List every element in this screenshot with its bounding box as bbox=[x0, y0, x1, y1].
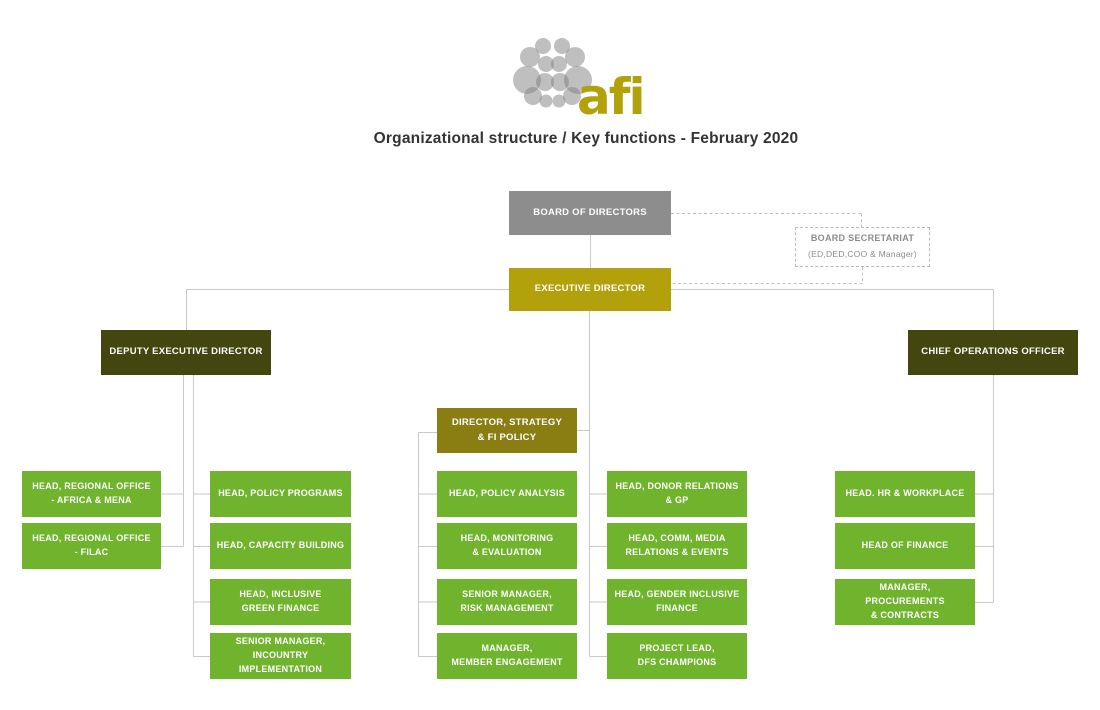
node-head-of-finance: HEAD OF FINANCE bbox=[835, 523, 975, 569]
board-secretariat-subtitle: (ED,DED,COO & Manager) bbox=[808, 249, 917, 260]
node-executive-director: EXECUTIVE DIRECTOR bbox=[509, 268, 671, 311]
node-senior-manager-incountry-implementation: SENIOR MANAGER, INCOUNTRY IMPLEMENTATION bbox=[210, 633, 351, 679]
node-head-regional-office-filac: HEAD, REGIONAL OFFICE - FILAC bbox=[22, 523, 161, 569]
node-head-monitoring-evaluation: HEAD, MONITORING & EVALUATION bbox=[437, 523, 577, 569]
node-manager-member-engagement: MANAGER, MEMBER ENGAGEMENT bbox=[437, 633, 577, 679]
node-board-secretariat: BOARD SECRETARIAT (ED,DED,COO & Manager) bbox=[795, 227, 930, 267]
node-head-policy-programs: HEAD, POLICY PROGRAMS bbox=[210, 471, 351, 517]
node-head-inclusive-green-finance: HEAD, INCLUSIVE GREEN FINANCE bbox=[210, 579, 351, 625]
node-head-capacity-building: HEAD, CAPACITY BUILDING bbox=[210, 523, 351, 569]
node-head-policy-analysis: HEAD, POLICY ANALYSIS bbox=[437, 471, 577, 517]
page-title: Organizational structure / Key functions… bbox=[373, 130, 799, 147]
board-secretariat-title: BOARD SECRETARIAT bbox=[810, 233, 915, 244]
logo-wordmark: afi bbox=[577, 68, 646, 126]
brain-logo-icon bbox=[513, 38, 592, 108]
node-project-lead-dfs-champions: PROJECT LEAD, DFS CHAMPIONS bbox=[607, 633, 747, 679]
node-deputy-executive-director: DEPUTY EXECUTIVE DIRECTOR bbox=[101, 330, 271, 375]
node-director-strategy-fi-policy: DIRECTOR, STRATEGY & FI POLICY bbox=[437, 408, 577, 453]
node-head-regional-office-africa-mena: HEAD, REGIONAL OFFICE - AFRICA & MENA bbox=[22, 471, 161, 517]
node-chief-operations-officer: CHIEF OPERATIONS OFFICER bbox=[908, 330, 1078, 375]
node-head-donor-relations-gp: HEAD, DONOR RELATIONS & GP bbox=[607, 471, 747, 517]
node-manager-procurements-contracts: MANAGER, PROCUREMENTS & CONTRACTS bbox=[835, 579, 975, 625]
node-head-comm-media-relations-events: HEAD, COMM, MEDIA RELATIONS & EVENTS bbox=[607, 523, 747, 569]
node-head-gender-inclusive-finance: HEAD, GENDER INCLUSIVE FINANCE bbox=[607, 579, 747, 625]
node-senior-manager-risk-management: SENIOR MANAGER, RISK MANAGEMENT bbox=[437, 579, 577, 625]
node-board-of-directors: BOARD OF DIRECTORS bbox=[509, 191, 671, 235]
afi-logo: afi bbox=[503, 32, 653, 122]
node-head-hr-workplace: HEAD. HR & WORKPLACE bbox=[835, 471, 975, 517]
